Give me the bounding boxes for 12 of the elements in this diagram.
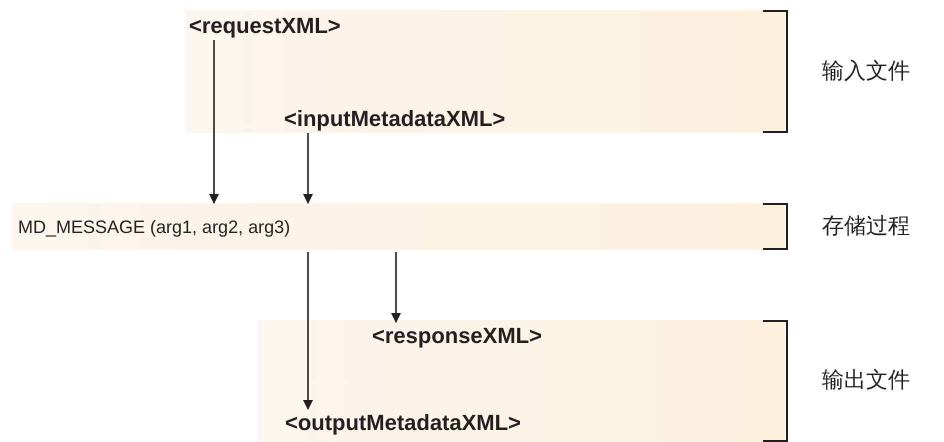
group-label: 输出文件	[822, 368, 910, 394]
xml-tag-text: <responseXML>	[372, 324, 542, 348]
procedure-text: MD_MESSAGE (arg1, arg2, arg3)	[18, 216, 290, 238]
xml-tag-text: <requestXML>	[189, 14, 341, 38]
xml-tag-text: <outputMetadataXML>	[285, 411, 521, 435]
arrow	[303, 252, 313, 410]
arrow	[209, 40, 219, 204]
arrow	[391, 252, 401, 323]
group-label: 存储过程	[822, 214, 910, 240]
xml-tag-text: <inputMetadataXML>	[284, 107, 506, 131]
arrow	[303, 133, 313, 204]
group-label: 输入文件	[822, 58, 910, 84]
